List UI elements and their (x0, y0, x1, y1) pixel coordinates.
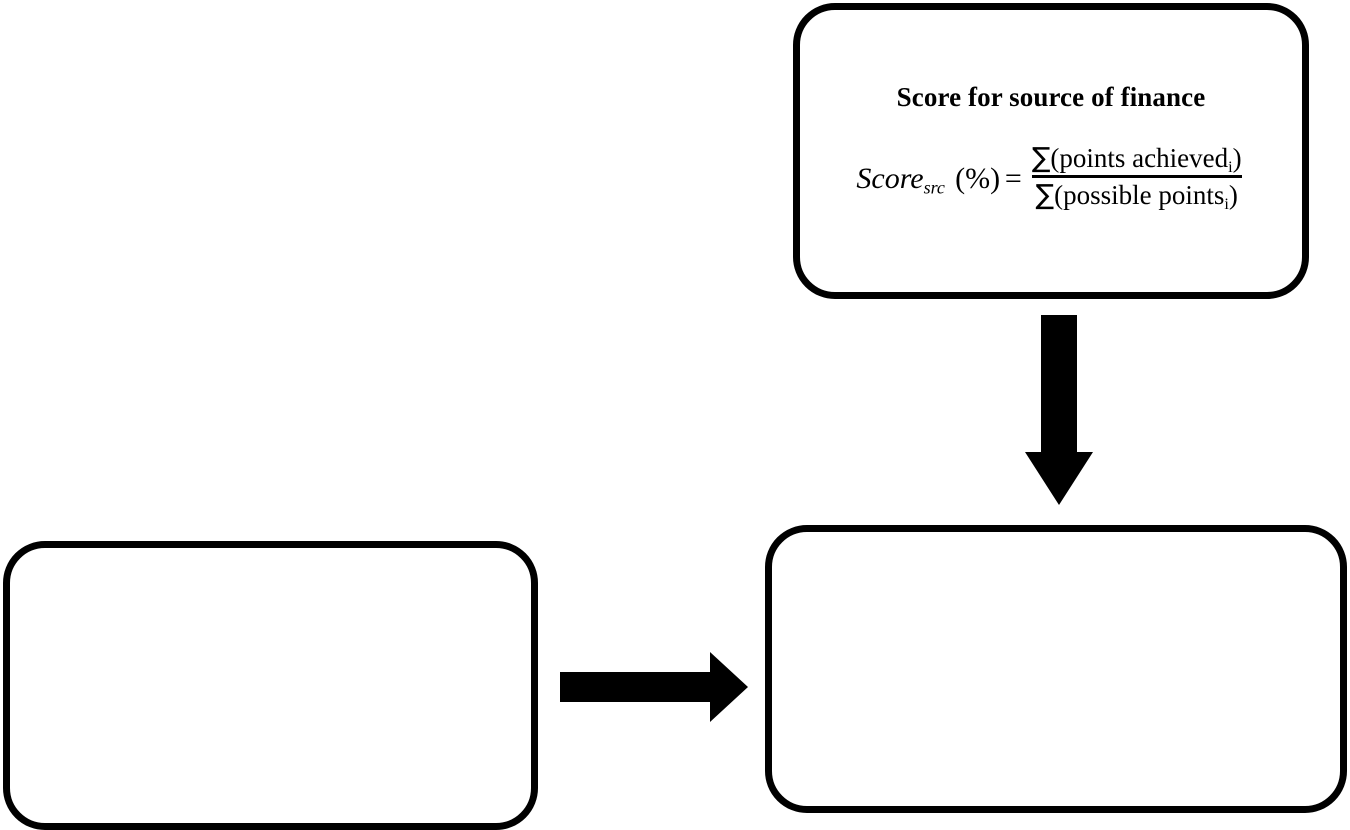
box-title-source-of-finance: Score for source of finance (896, 82, 1206, 112)
formula-src-numerator: ∑∑(points achieved(points achievedi) (1031, 142, 1242, 176)
formula-src-equals: = (1004, 162, 1022, 196)
arrow-instrument-to-mechanism-icon (560, 652, 748, 722)
formula-src-fraction: ∑∑(points achieved(points achievedi) ∑(p… (1028, 142, 1246, 212)
formula-src-percent: (%) (955, 162, 1001, 196)
sigma-icon: ∑ (1035, 178, 1055, 211)
formula-src-denominator: ∑(possible pointsi) (1031, 174, 1242, 212)
sigma-icon: ∑ (1031, 142, 1051, 174)
formula-score-src: Scoresrc (%) = ∑∑(points achieved(points… (800, 142, 1302, 212)
box-scores-for-financial-instrument: Scores for financial instrument Scoreimp… (3, 541, 538, 830)
arrow-source-to-mechanism-icon (1025, 315, 1093, 505)
box-score-for-source-of-finance: Score for source of finance Scoresrc (%)… (793, 3, 1309, 299)
box-score-for-financial-mechanism: Score for financial mechanism Scoremec h… (765, 525, 1347, 813)
formula-src-lhs: Scoresrc (856, 162, 945, 198)
